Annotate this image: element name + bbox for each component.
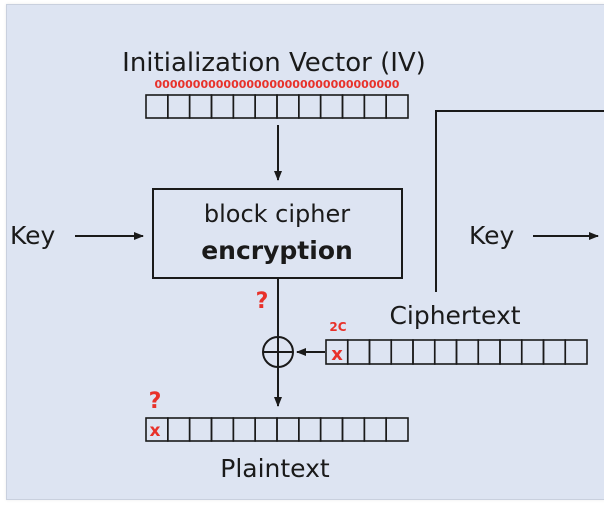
block-cell [188, 417, 213, 442]
block-cell [232, 417, 256, 442]
block-cell [341, 417, 366, 442]
plaintext-question: ? [149, 389, 162, 414]
xor-icon [262, 336, 294, 368]
block-cell [341, 94, 366, 119]
plaintext-label: Plaintext [220, 454, 330, 483]
block-cell [298, 94, 322, 119]
block-cell [390, 339, 414, 365]
block-cell [542, 339, 567, 365]
block-cell [363, 417, 387, 442]
block-cell [363, 94, 387, 119]
block-cell [455, 339, 480, 365]
block-cell [254, 94, 278, 119]
block-cell [564, 339, 588, 365]
iv-block [145, 94, 409, 119]
block-cipher-box [152, 188, 403, 279]
plaintext-block [145, 417, 409, 442]
block-cell [520, 339, 545, 365]
block-cell [276, 94, 300, 119]
block-cell [368, 339, 393, 365]
block-cell [385, 94, 409, 119]
block-cell [232, 94, 256, 119]
block-cell [145, 94, 169, 119]
ciphertext-modified-byte: x [331, 344, 343, 365]
block-cell [167, 94, 191, 119]
block-cell [298, 417, 322, 442]
encryption-label: encryption [201, 236, 353, 265]
plaintext-modified-byte: x [150, 421, 161, 441]
key-right-label: Key [469, 221, 515, 250]
block-cell [346, 339, 371, 365]
block-cell [433, 339, 458, 365]
block-cell [499, 339, 523, 365]
ciphertext-byte-hex: 2C [329, 320, 346, 334]
block-cell [210, 94, 235, 119]
xor-input-question: ? [256, 289, 269, 314]
block-cell [319, 417, 344, 442]
block-cell [385, 417, 409, 442]
block-cell [319, 94, 344, 119]
block-cell [254, 417, 278, 442]
key-left-label: Key [10, 221, 56, 250]
block-cell [276, 417, 300, 442]
block-cell [477, 339, 501, 365]
iv-title: Initialization Vector (IV) [122, 48, 426, 78]
ciphertext-block [325, 339, 588, 365]
ciphertext-feed-line [435, 110, 604, 292]
ciphertext-label: Ciphertext [389, 301, 520, 330]
block-cell [188, 94, 213, 119]
block-cell [210, 417, 235, 442]
iv-value: 00000000000000000000000000000000 [155, 78, 400, 91]
block-cell [167, 417, 191, 442]
block-cell [412, 339, 436, 365]
block-cipher-label: block cipher [204, 200, 350, 228]
